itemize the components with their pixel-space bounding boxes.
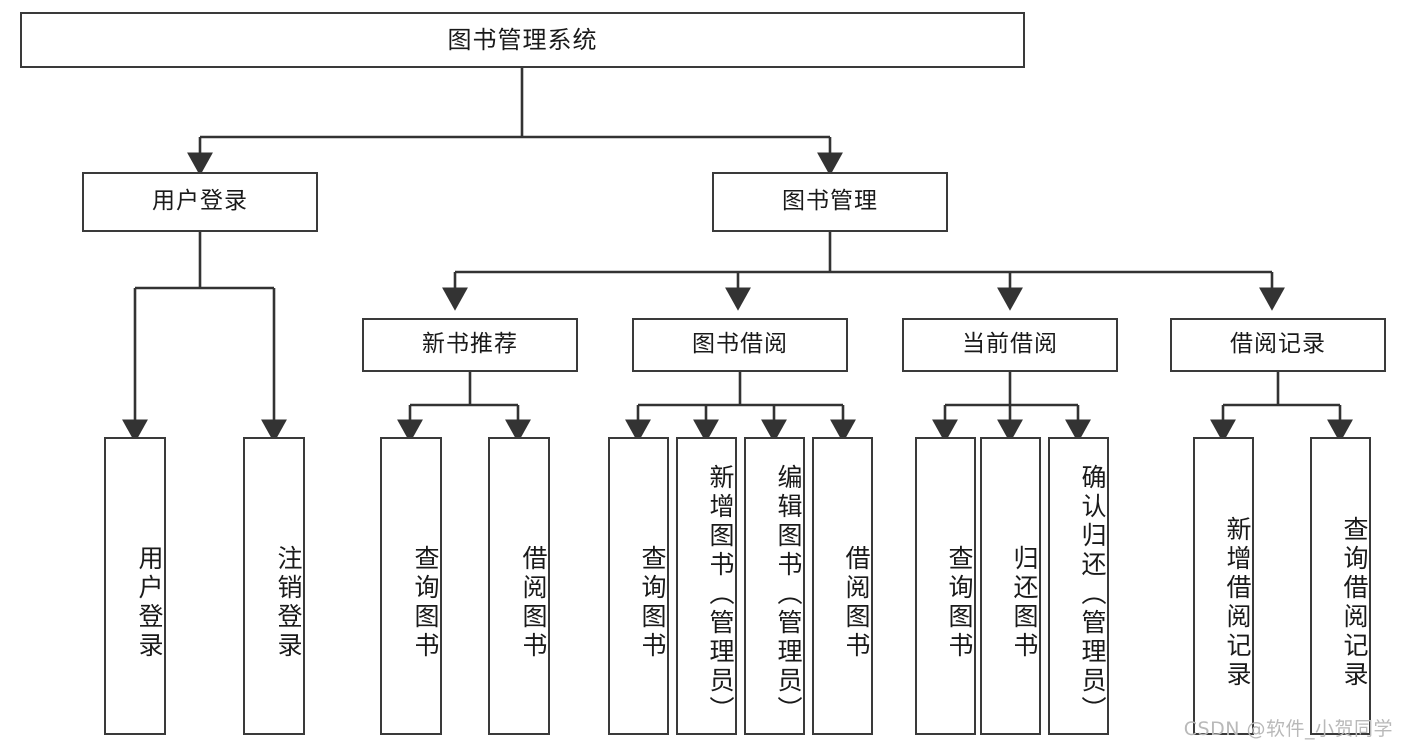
leaf-user-logout[interactable]: 注销登录 bbox=[243, 437, 305, 735]
leaf-add-book-label: 新增图书（管理员） bbox=[706, 463, 735, 725]
leaf-query-record[interactable]: 查询借阅记录 bbox=[1310, 437, 1371, 735]
watermark: CSDN @软件_小贺同学 bbox=[1183, 718, 1393, 740]
leaf-query-book-1[interactable]: 查询图书 bbox=[380, 437, 442, 735]
leaf-return-book-label: 归还图书 bbox=[1010, 545, 1039, 661]
node-user-login-label: 用户登录 bbox=[152, 188, 248, 215]
node-root[interactable]: 图书管理系统 bbox=[20, 12, 1025, 68]
leaf-query-book-2[interactable]: 查询图书 bbox=[608, 437, 669, 735]
leaf-borrow-book-2[interactable]: 借阅图书 bbox=[812, 437, 873, 735]
node-new-book-recommend[interactable]: 新书推荐 bbox=[362, 318, 578, 372]
leaf-add-record-label: 新增借阅记录 bbox=[1223, 516, 1252, 690]
node-current-borrow[interactable]: 当前借阅 bbox=[902, 318, 1118, 372]
leaf-confirm-return-label: 确认归还（管理员） bbox=[1078, 463, 1107, 725]
leaf-user-login[interactable]: 用户登录 bbox=[104, 437, 166, 735]
leaf-confirm-return[interactable]: 确认归还（管理员） bbox=[1048, 437, 1109, 735]
leaf-query-book-3-label: 查询图书 bbox=[945, 545, 974, 661]
leaf-return-book[interactable]: 归还图书 bbox=[980, 437, 1041, 735]
leaf-add-book[interactable]: 新增图书（管理员） bbox=[676, 437, 737, 735]
node-new-book-recommend-label: 新书推荐 bbox=[422, 331, 518, 358]
leaf-query-book-2-label: 查询图书 bbox=[638, 545, 667, 661]
node-book-manage-label: 图书管理 bbox=[782, 188, 878, 215]
node-borrow-record-label: 借阅记录 bbox=[1230, 331, 1326, 358]
leaf-add-record[interactable]: 新增借阅记录 bbox=[1193, 437, 1254, 735]
leaf-borrow-book-1[interactable]: 借阅图书 bbox=[488, 437, 550, 735]
node-root-label: 图书管理系统 bbox=[447, 25, 598, 54]
leaf-edit-book-label: 编辑图书（管理员） bbox=[774, 463, 803, 725]
leaf-user-login-label: 用户登录 bbox=[135, 545, 164, 661]
leaf-edit-book[interactable]: 编辑图书（管理员） bbox=[744, 437, 805, 735]
node-borrow-record[interactable]: 借阅记录 bbox=[1170, 318, 1386, 372]
node-book-borrow[interactable]: 图书借阅 bbox=[632, 318, 848, 372]
leaf-user-logout-label: 注销登录 bbox=[274, 545, 303, 661]
leaf-query-record-label: 查询借阅记录 bbox=[1340, 516, 1369, 690]
leaf-borrow-book-2-label: 借阅图书 bbox=[842, 545, 871, 661]
node-book-manage[interactable]: 图书管理 bbox=[712, 172, 948, 232]
leaf-borrow-book-1-label: 借阅图书 bbox=[519, 545, 548, 661]
leaf-query-book-1-label: 查询图书 bbox=[411, 545, 440, 661]
node-user-login[interactable]: 用户登录 bbox=[82, 172, 318, 232]
leaf-query-book-3[interactable]: 查询图书 bbox=[915, 437, 976, 735]
node-current-borrow-label: 当前借阅 bbox=[962, 331, 1058, 358]
node-book-borrow-label: 图书借阅 bbox=[692, 331, 788, 358]
